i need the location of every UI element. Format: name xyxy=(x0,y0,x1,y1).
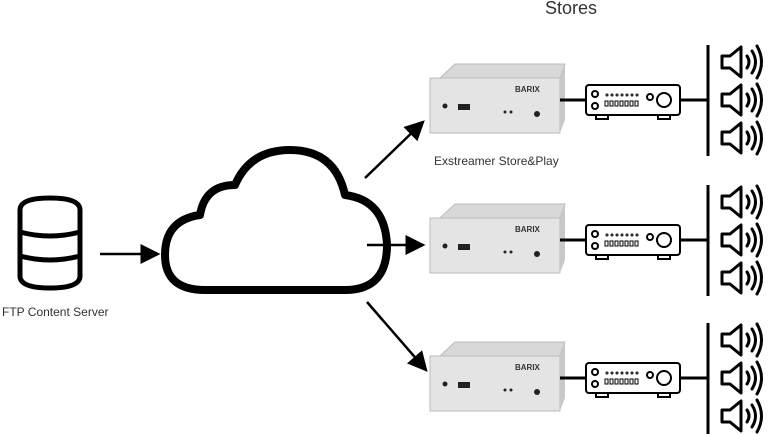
speaker-icon xyxy=(720,120,763,156)
amplifier-icon xyxy=(585,362,681,398)
store-1: BARIX xyxy=(429,44,763,156)
speaker-icon xyxy=(720,322,763,358)
database-icon xyxy=(17,195,83,291)
speaker-icon xyxy=(720,44,763,80)
cloud-icon xyxy=(161,146,391,294)
speaker-icon xyxy=(720,222,763,258)
brand-logo: BARIX xyxy=(515,225,541,234)
speaker-icon xyxy=(720,260,763,296)
brand-logo: BARIX xyxy=(515,363,541,372)
amplifier-icon xyxy=(585,224,681,260)
server-label: FTP Content Server xyxy=(2,305,109,319)
diagram-title: Stores xyxy=(545,0,598,18)
speaker-icon xyxy=(720,82,763,118)
amplifier-icon xyxy=(585,84,681,120)
store-2: BARIX xyxy=(429,184,763,296)
exstreamer-device: BARIX xyxy=(429,63,566,134)
speaker-icon xyxy=(720,360,763,396)
store-3: BARIX xyxy=(429,322,763,434)
arrow-cloud-store-1 xyxy=(364,120,425,179)
speaker-icon xyxy=(720,184,763,220)
brand-logo: BARIX xyxy=(515,85,541,94)
speaker-icon xyxy=(720,398,763,434)
exstreamer-device: BARIX xyxy=(429,341,566,412)
exstreamer-device: BARIX xyxy=(429,203,566,274)
device-label: Exstreamer Store&Play xyxy=(434,154,559,168)
arrow-cloud-store-3 xyxy=(366,301,428,372)
